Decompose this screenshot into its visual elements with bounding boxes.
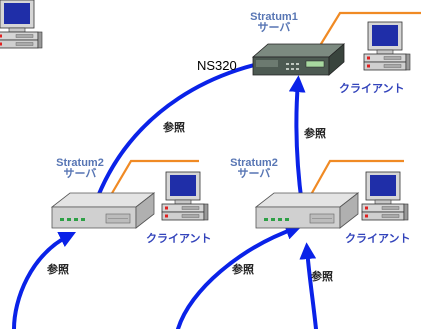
stratum2-right-role: サーバ (237, 168, 271, 180)
reference-arrow-bottom-right (299, 242, 318, 329)
stratum1-role: サーバ (257, 22, 291, 34)
network-line-stratum2-right (307, 159, 404, 201)
stratum2-left-name: Stratum2 (56, 157, 104, 169)
stratum2-right-label: Stratum2 サーバ (226, 158, 282, 180)
client-pc-2 (161, 171, 209, 221)
client-pc-1 (363, 21, 411, 71)
client-label-2: クライアント (146, 233, 212, 245)
reference-label-1: 参照 (163, 122, 185, 134)
ns320-server-device (251, 43, 346, 76)
stratum1-name: Stratum1 (250, 11, 298, 23)
network-line-stratum2-left (107, 159, 199, 201)
reference-label-4: 参照 (232, 264, 254, 276)
stratum2-right-name: Stratum2 (230, 157, 278, 169)
network-line-stratum1 (312, 11, 421, 58)
stratum2-left-server-device (50, 192, 156, 229)
client-label-1: クライアント (339, 83, 405, 95)
reference-label-2: 参照 (304, 128, 326, 140)
reference-arrow-bottom-middle (176, 223, 303, 329)
client-label-3: クライアント (345, 233, 411, 245)
stratum2-right-server-device (254, 192, 360, 229)
ns320-model-label: NS320 (197, 58, 237, 73)
stratum2-left-label: Stratum2 サーバ (52, 158, 108, 180)
stratum1-label: Stratum1 サーバ (246, 12, 302, 34)
client-pc-3 (361, 171, 409, 221)
reference-label-5: 参照 (311, 271, 333, 283)
stratum2-left-role: サーバ (63, 168, 97, 180)
reference-arrow-bottom-left (12, 231, 77, 329)
reference-label-3: 参照 (47, 264, 69, 276)
reference-arrow-stratum2-right-to-stratum1 (288, 75, 306, 207)
